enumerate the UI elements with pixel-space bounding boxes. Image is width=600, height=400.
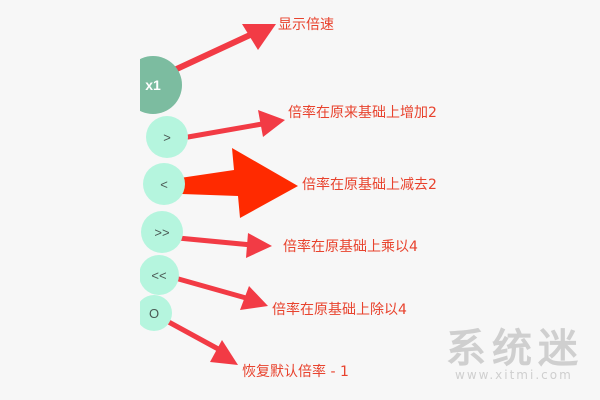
arrow-decrease — [180, 148, 298, 218]
reset-speed-button[interactable]: O — [136, 295, 172, 331]
increase-speed-button[interactable]: > — [146, 116, 188, 158]
label-increase: 倍率在原来基础上增加2 — [288, 105, 437, 121]
arrow-multiply — [175, 233, 272, 258]
arrow-speed-display — [165, 24, 276, 76]
arrow-divide — [172, 275, 268, 310]
label-multiply: 倍率在原基础上乘以4 — [283, 239, 418, 255]
left-edge-mask — [0, 0, 140, 400]
decrease-speed-button[interactable]: < — [143, 163, 185, 205]
arrow-increase — [185, 110, 285, 140]
divide-speed-button[interactable]: << — [139, 255, 179, 295]
arrow-reset — [162, 317, 238, 365]
watermark-url: www.xitmi.com — [455, 368, 573, 382]
label-speed-display: 显示倍速 — [278, 17, 334, 33]
label-decrease: 倍率在原基础上减去2 — [302, 177, 437, 193]
label-reset: 恢复默认倍率 - 1 — [242, 364, 349, 380]
label-divide: 倍率在原基础上除以4 — [272, 302, 407, 318]
multiply-speed-button[interactable]: >> — [141, 211, 183, 253]
watermark-brand: 系统迷 — [446, 326, 584, 372]
